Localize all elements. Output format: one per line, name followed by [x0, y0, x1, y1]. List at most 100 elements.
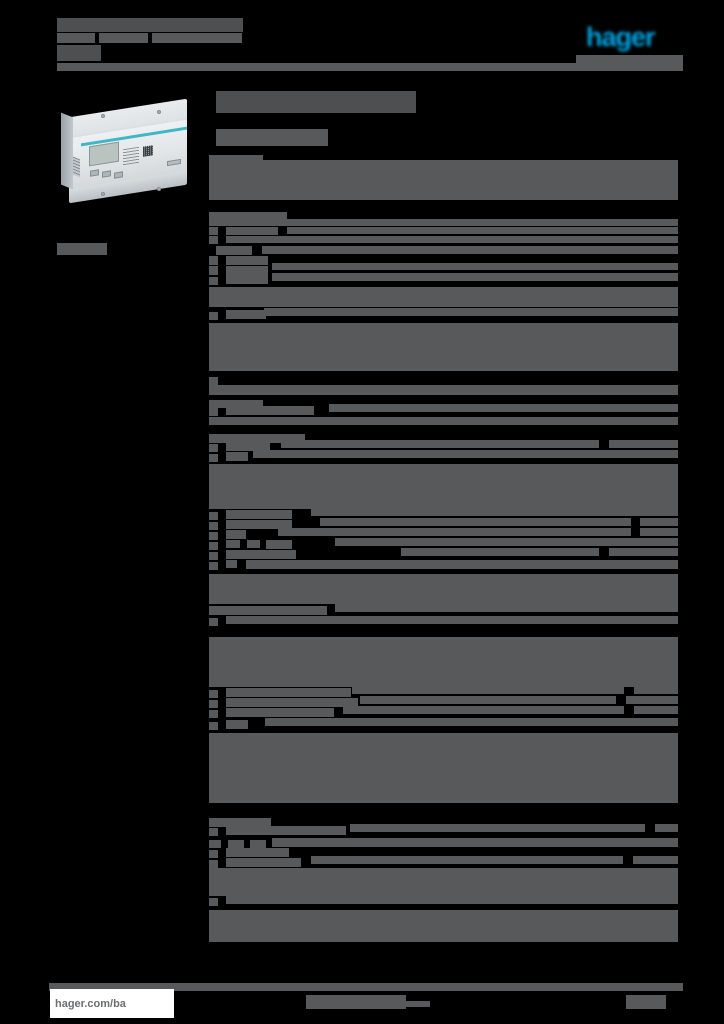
redacted-text-block: [266, 540, 292, 549]
device-side-face: [61, 112, 73, 190]
redacted-text-block: [209, 710, 218, 718]
redacted-text-block: [226, 452, 248, 461]
footer-url-label: hager.com/ba: [55, 997, 126, 1010]
redacted-text-block: [57, 243, 107, 255]
redacted-text-block: [226, 520, 292, 529]
redacted-text-block: [209, 155, 263, 163]
redacted-text-block: [209, 212, 287, 220]
device-vent-slots: [73, 156, 80, 178]
redacted-text-block: [228, 840, 244, 848]
redacted-text-block: [209, 818, 271, 827]
redacted-text-block: [209, 377, 218, 385]
redacted-text-block: [209, 385, 678, 395]
device-rating-label: [123, 146, 139, 166]
redacted-text-block: [406, 1001, 430, 1007]
redacted-text-block: [209, 464, 678, 509]
redacted-text-block: [57, 33, 95, 43]
redacted-text-block: [226, 310, 266, 319]
redacted-text-block: [209, 722, 218, 730]
hager-logo: hager: [586, 22, 656, 52]
redacted-text-block: [209, 860, 218, 868]
redacted-text-block: [335, 604, 678, 612]
redacted-text-block: [209, 898, 218, 906]
redacted-text-block: [335, 538, 678, 546]
redacted-text-block: [209, 828, 218, 836]
redacted-text-block: [209, 512, 218, 520]
redacted-text-block: [287, 227, 678, 234]
redacted-text-block: [209, 532, 218, 540]
redacted-text-block: [57, 63, 683, 71]
redacted-text-block: [209, 236, 218, 244]
redacted-text-block: [352, 686, 624, 694]
redacted-text-block: [49, 983, 683, 991]
redacted-text-block: [209, 868, 678, 896]
redacted-text-block: [272, 263, 678, 270]
redacted-text-block: [209, 400, 263, 408]
redacted-text-block: [226, 227, 278, 235]
redacted-text-block: [320, 518, 631, 526]
redacted-text-block: [209, 287, 678, 307]
redacted-text-block: [350, 824, 645, 832]
redacted-text-block: [634, 706, 678, 714]
redacted-text-block: [226, 720, 248, 729]
redacted-text-block: [226, 275, 268, 284]
redacted-text-block: [99, 33, 148, 43]
redacted-text-block: [634, 686, 678, 694]
redacted-text-block: [640, 528, 678, 536]
redacted-text-block: [57, 45, 101, 61]
redacted-text-block: [609, 548, 678, 556]
redacted-text-block: [216, 91, 416, 113]
qr-code-icon: [143, 145, 153, 157]
redacted-text-block: [226, 708, 334, 717]
redacted-text-block: [209, 840, 221, 848]
redacted-text-block: [209, 323, 678, 371]
redacted-text-block: [226, 688, 351, 697]
redacted-text-block: [209, 417, 678, 425]
redacted-text-block: [209, 522, 218, 530]
redacted-text-block: [209, 700, 218, 708]
redacted-text-block: [209, 574, 678, 604]
redacted-text-block: [246, 560, 678, 569]
redacted-text-block: [329, 404, 678, 412]
redacted-text-block: [311, 508, 678, 516]
redacted-text-block: [209, 910, 678, 942]
redacted-text-block: [216, 129, 328, 146]
redacted-text-block: [226, 530, 246, 539]
redacted-text-block: [209, 444, 218, 452]
redacted-text-block: [226, 826, 346, 835]
redacted-text-block: [209, 733, 678, 803]
redacted-text-block: [209, 850, 218, 858]
footer-url-box[interactable]: hager.com/ba: [50, 989, 174, 1018]
redacted-text-block: [401, 548, 599, 556]
redacted-text-block: [216, 246, 252, 255]
redacted-text-block: [209, 562, 218, 570]
redacted-text-block: [209, 219, 678, 226]
device-screw: [157, 187, 161, 191]
redacted-text-block: [209, 690, 218, 698]
redacted-text-block: [360, 696, 616, 704]
redacted-text-block: [278, 528, 631, 536]
product-image: [57, 88, 203, 218]
redacted-text-block: [272, 273, 678, 281]
redacted-text-block: [281, 440, 599, 448]
redacted-text-block: [226, 858, 301, 867]
redacted-text-block: [640, 518, 678, 526]
redacted-text-block: [209, 160, 678, 200]
redacted-text-block: [253, 450, 678, 458]
device-screw: [157, 110, 161, 114]
redacted-text-block: [265, 718, 678, 726]
redacted-text-block: [226, 256, 268, 265]
device-screw: [101, 114, 105, 118]
redacted-text-block: [247, 540, 260, 548]
redacted-text-block: [226, 848, 289, 857]
redacted-text-block: [57, 18, 243, 32]
redacted-text-block: [343, 706, 624, 714]
redacted-text-block: [209, 618, 218, 626]
redacted-text-block: [226, 896, 678, 904]
redacted-text-block: [226, 698, 358, 707]
redacted-text-block: [633, 856, 678, 864]
redacted-text-block: [250, 840, 266, 848]
redacted-text-block: [226, 540, 240, 548]
redacted-text-block: [226, 616, 678, 624]
